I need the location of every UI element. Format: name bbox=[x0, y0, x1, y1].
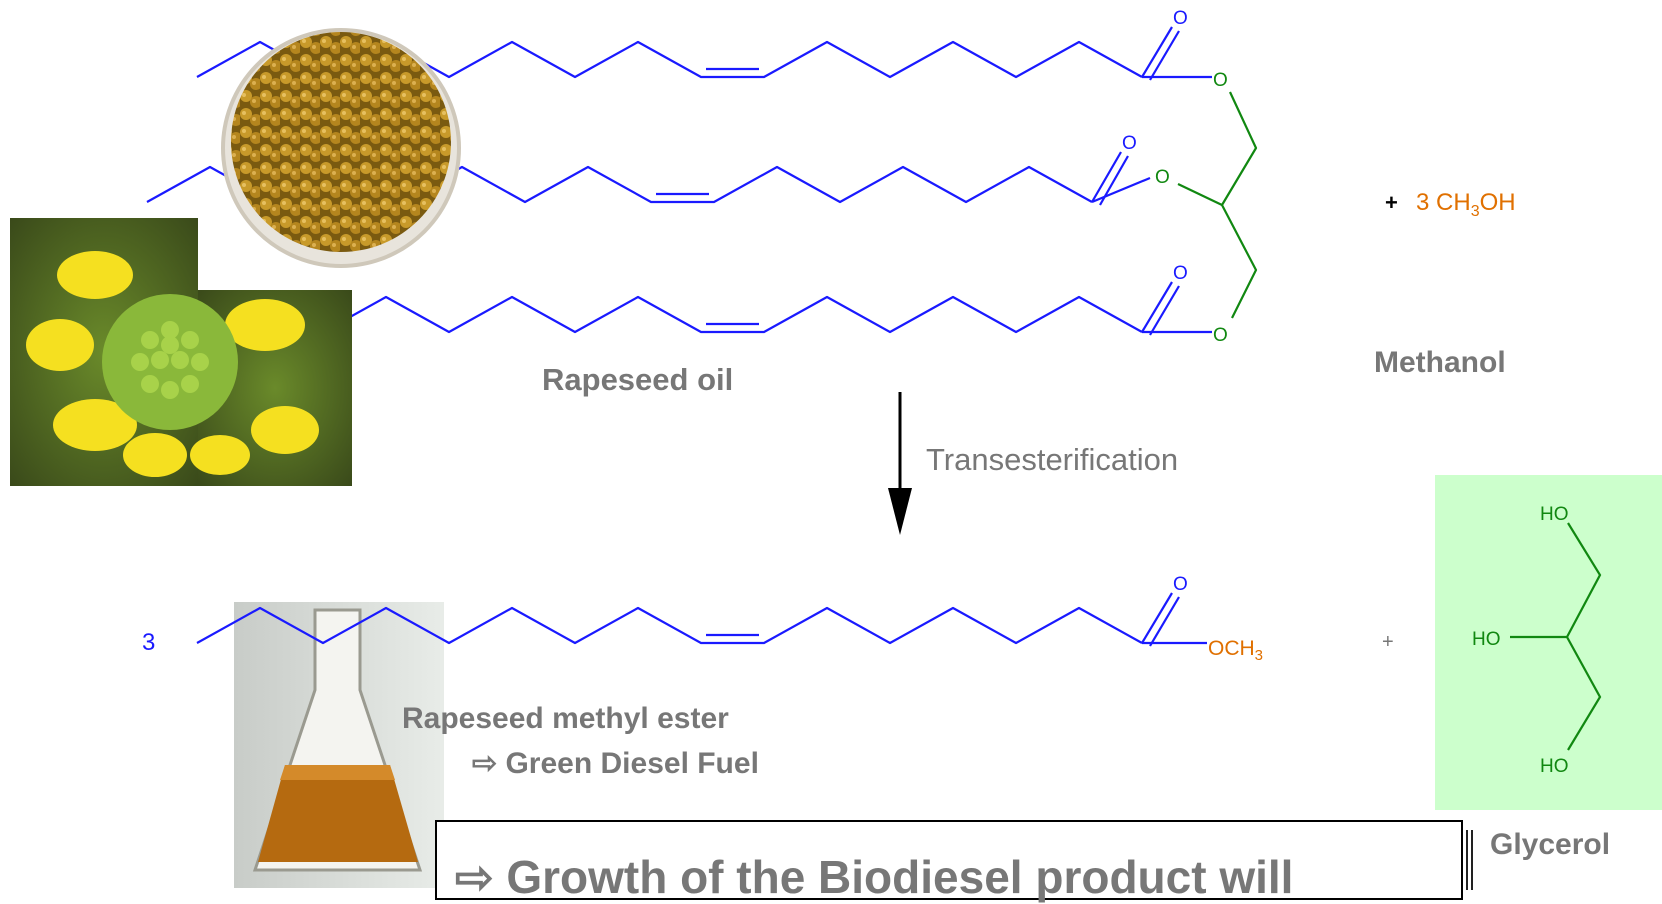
product-coefficient: 3 bbox=[142, 629, 155, 656]
divider-line-right bbox=[1471, 830, 1473, 890]
carbonyl-bond-2a bbox=[1091, 151, 1122, 203]
ester-o-2: O bbox=[1155, 167, 1170, 188]
carbonyl-o-3: O bbox=[1173, 263, 1188, 284]
glycerol-ho-bottom: HO bbox=[1540, 756, 1569, 777]
methyl-ester-carbonyl-a bbox=[1141, 592, 1173, 644]
backbone-o2-bond bbox=[1177, 183, 1223, 206]
carbonyl-bond-1a bbox=[1141, 26, 1173, 78]
methyl-ester-structure bbox=[196, 592, 1207, 647]
glycerol-label: Glycerol bbox=[1490, 828, 1611, 861]
growth-callout-text: ⇨ Growth of the Biodiesel product will bbox=[455, 851, 1294, 903]
glycerol-ho-top: HO bbox=[1540, 504, 1569, 525]
methyl-ester-label: Rapeseed methyl ester bbox=[402, 702, 729, 735]
transesterification-label: Transesterification bbox=[926, 442, 1178, 477]
carbonyl-o-1: O bbox=[1173, 8, 1188, 29]
glycerol-ho-mid: HO bbox=[1472, 629, 1501, 650]
carbonyl-o-2: O bbox=[1122, 133, 1137, 154]
plus-glycerol-sign: + bbox=[1382, 631, 1394, 653]
growth-callout-box: ⇨ Growth of the Biodiesel product will bbox=[435, 820, 1463, 903]
och3-subscript: 3 bbox=[1255, 647, 1263, 664]
methyl-ester-chain bbox=[196, 606, 1143, 645]
carbonyl-bond-3b bbox=[1149, 285, 1180, 336]
ester-bond-2 bbox=[1091, 176, 1151, 204]
methyl-ester-carbonyl-o: O bbox=[1173, 574, 1188, 595]
glycerol-backbone bbox=[1220, 91, 1258, 319]
triglyceride-atoms: O O O O O O bbox=[1122, 8, 1228, 346]
plus-methanol-sign: + bbox=[1385, 190, 1398, 215]
glycerol-structure bbox=[1510, 522, 1602, 751]
glycerol-atoms: HO HO HO bbox=[1472, 504, 1569, 777]
rapeseed-seeds-photo bbox=[221, 28, 461, 268]
methanol-coef: 3 CH bbox=[1416, 189, 1471, 216]
fatty-acid-chain-3 bbox=[196, 295, 1143, 334]
carbonyl-bond-3a bbox=[1141, 281, 1173, 333]
methyl-ester-carbonyl-b bbox=[1149, 596, 1180, 647]
methanol-reagent: + 3 CH3OH Methanol bbox=[1374, 189, 1516, 379]
rapeseed-flower-photo bbox=[10, 218, 352, 486]
och3-text: OCH bbox=[1208, 637, 1255, 660]
ester-o-3: O bbox=[1213, 325, 1228, 346]
methanol-label: Methanol bbox=[1374, 346, 1506, 379]
methanol-formula: 3 CH3OH bbox=[1416, 189, 1516, 220]
och3-group: OCH3 bbox=[1208, 637, 1263, 664]
glycerol-highlight-box bbox=[1435, 475, 1662, 810]
rapeseed-oil-label: Rapeseed oil bbox=[542, 362, 733, 397]
methanol-oh: OH bbox=[1480, 189, 1516, 216]
divider-line-left bbox=[1466, 830, 1468, 890]
ester-o-1: O bbox=[1213, 70, 1228, 91]
carbonyl-bond-1b bbox=[1149, 30, 1180, 81]
reaction-arrow bbox=[888, 392, 912, 535]
biodiesel-flask-photo bbox=[234, 602, 444, 888]
green-diesel-label: ⇨ Green Diesel Fuel bbox=[472, 747, 759, 780]
methanol-subscript: 3 bbox=[1471, 203, 1480, 220]
